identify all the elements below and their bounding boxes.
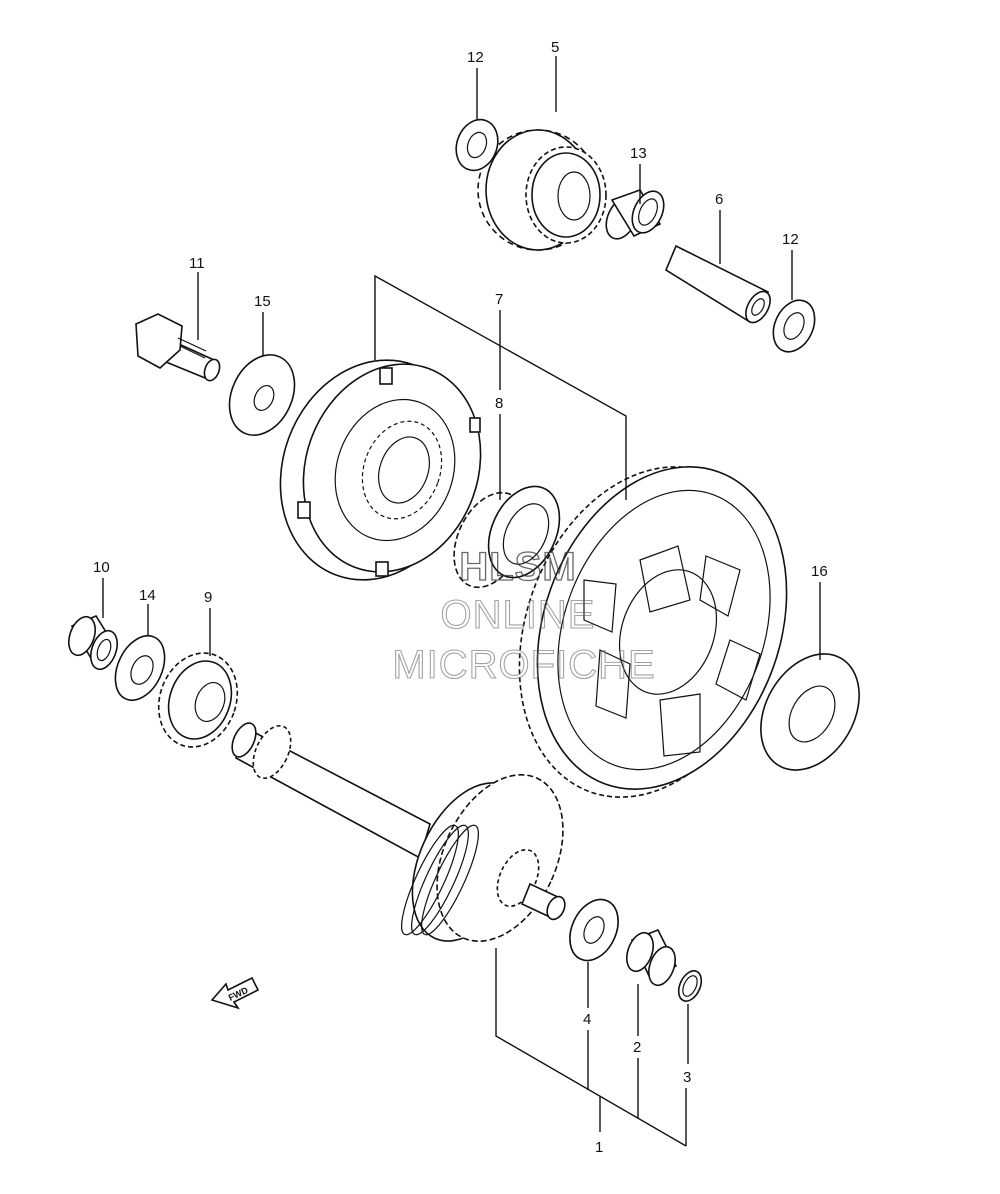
circlip-part-3: [677, 970, 703, 1002]
callout-1: 1: [595, 1139, 603, 1156]
callout-12-lower: 12: [782, 231, 799, 248]
double-gear-part-5: [477, 129, 607, 251]
shaft-part-6: [664, 244, 771, 324]
callout-14: 14: [139, 587, 156, 604]
large-gear-part-16: [518, 466, 788, 798]
callout-15: 15: [254, 293, 271, 310]
watermark: HLSM ONLINE MICROFICHE: [392, 544, 655, 687]
callout-9: 9: [204, 589, 212, 606]
washer-part-16: [760, 653, 860, 771]
callout-labels: 12 5 13 6 12 11 15 7 8 16 10 14 9 4 2 3 …: [93, 39, 828, 1156]
small-gear-part-9: [157, 652, 239, 748]
washer-part-14: [114, 635, 166, 701]
callout-5: 5: [551, 39, 559, 56]
callout-6: 6: [715, 191, 723, 208]
callout-3: 3: [683, 1069, 691, 1086]
shaft-assembly-part-1: [231, 722, 566, 942]
callout-12-upper: 12: [467, 49, 484, 66]
clutch-housing-part-7: [279, 359, 482, 581]
needle-bearing-part-13: [605, 189, 665, 240]
washer-part-12-lower: [772, 299, 816, 353]
watermark-line-3: MICROFICHE: [392, 643, 655, 687]
leader-lines: [102, 56, 821, 1147]
washer-part-4: [569, 898, 619, 962]
watermark-line-1: HLSM: [459, 545, 576, 589]
callout-10: 10: [93, 559, 110, 576]
callout-2: 2: [633, 1039, 641, 1056]
callout-8: 8: [495, 395, 503, 412]
collar-part-10: [68, 615, 118, 671]
bearing-part-8: [453, 485, 561, 589]
fwd-arrow-icon: FWD: [210, 976, 260, 1010]
callout-16: 16: [811, 563, 828, 580]
callout-13: 13: [630, 145, 647, 162]
callout-7: 7: [495, 291, 503, 308]
washer-part-12-upper: [455, 118, 499, 172]
bolt-part-11: [135, 313, 221, 382]
watermark-line-2: ONLINE: [441, 593, 596, 637]
callout-11: 11: [189, 255, 205, 272]
washer-part-15: [228, 354, 296, 436]
collar-part-2: [626, 928, 678, 987]
callout-4: 4: [583, 1011, 591, 1028]
